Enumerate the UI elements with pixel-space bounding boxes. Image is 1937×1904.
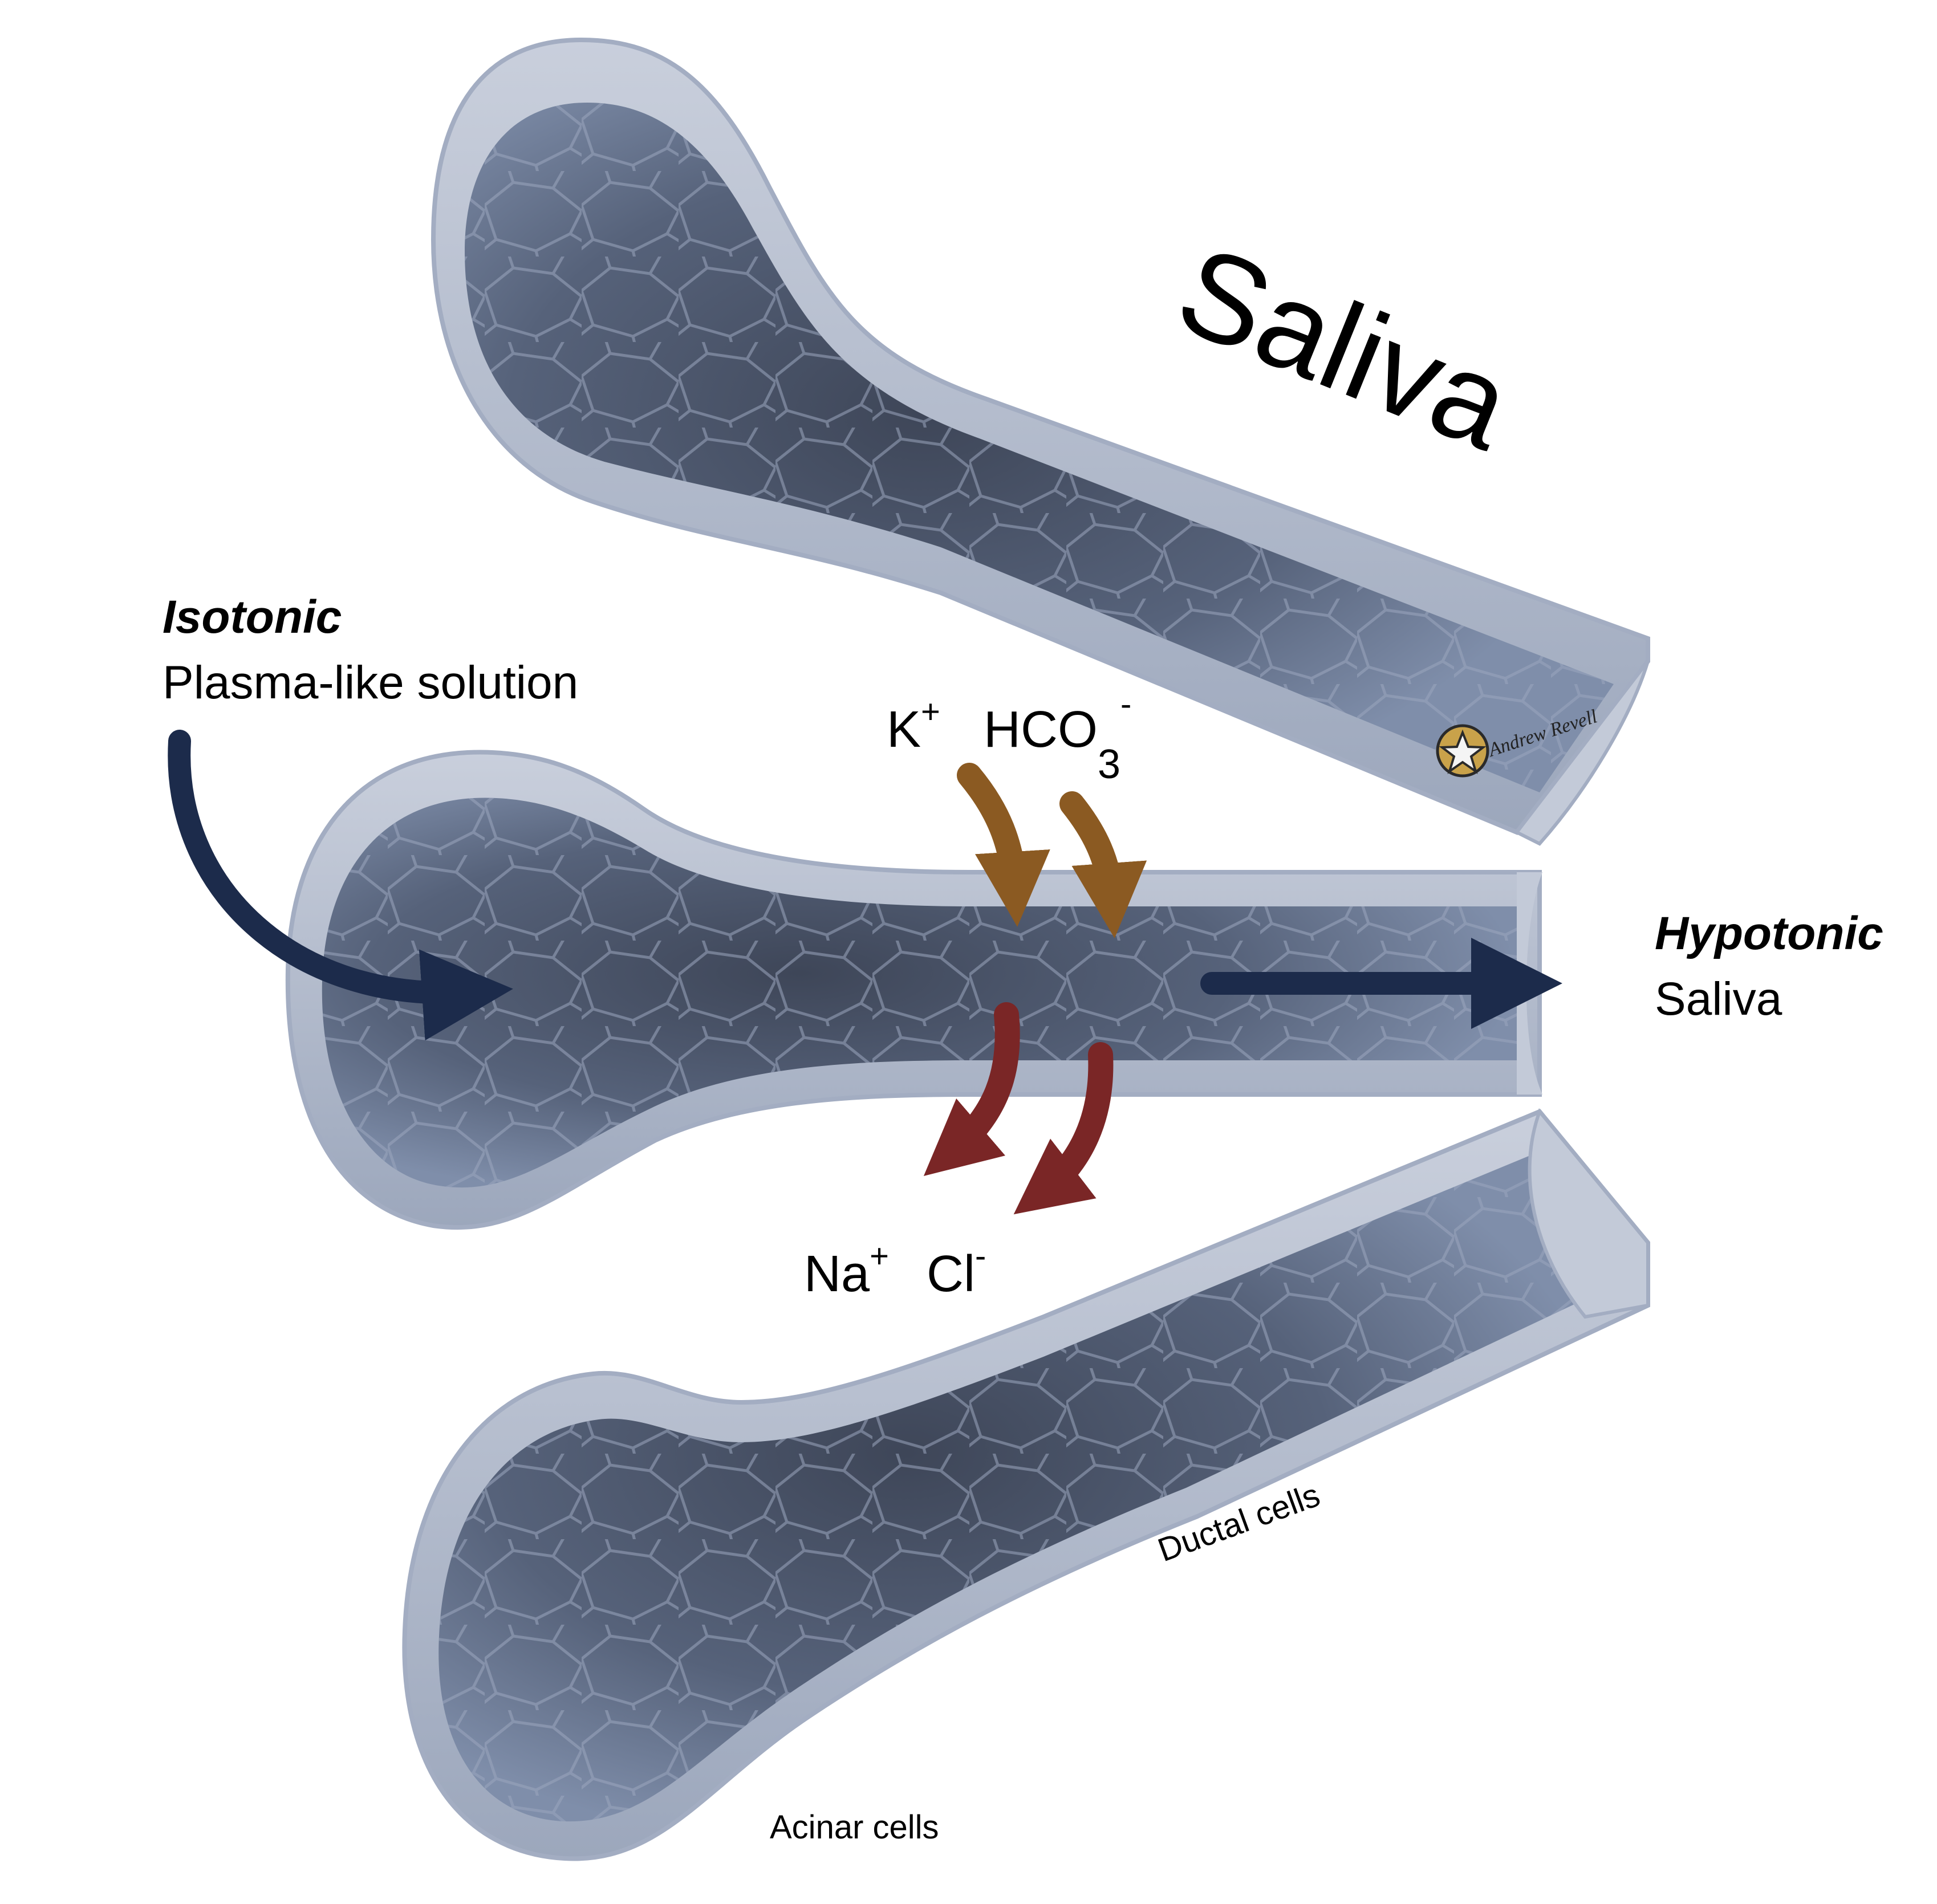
bicarbonate-ion-label: HCO3- — [984, 686, 1131, 787]
chloride-ion-label: Cl- — [927, 1238, 986, 1303]
hypotonic-text: Saliva — [1655, 973, 1782, 1025]
sodium-ion-label: Na+ — [804, 1238, 889, 1303]
sodium-reabsorption-arrow — [923, 1002, 1020, 1176]
potassium-ion-label: K+ — [887, 693, 940, 758]
middle-acinus-duct — [285, 750, 1542, 1230]
bottom-acinus-duct — [402, 1108, 1650, 1861]
hypotonic-heading: Hypotonic — [1655, 908, 1883, 959]
acinar-cells-label: Acinar cells — [770, 1809, 939, 1846]
isotonic-text: Plasma-like solution — [163, 657, 578, 709]
isotonic-heading: Isotonic — [163, 591, 342, 643]
top-acinus-duct — [431, 37, 1650, 846]
potassium-secretion-arrow — [957, 763, 1050, 927]
isotonic-inflow-arrow — [168, 730, 513, 1041]
bicarbonate-secretion-arrow — [1059, 791, 1147, 938]
chloride-reabsorption-arrow — [1013, 1042, 1114, 1215]
diagram-title: Saliva — [1160, 218, 1529, 477]
